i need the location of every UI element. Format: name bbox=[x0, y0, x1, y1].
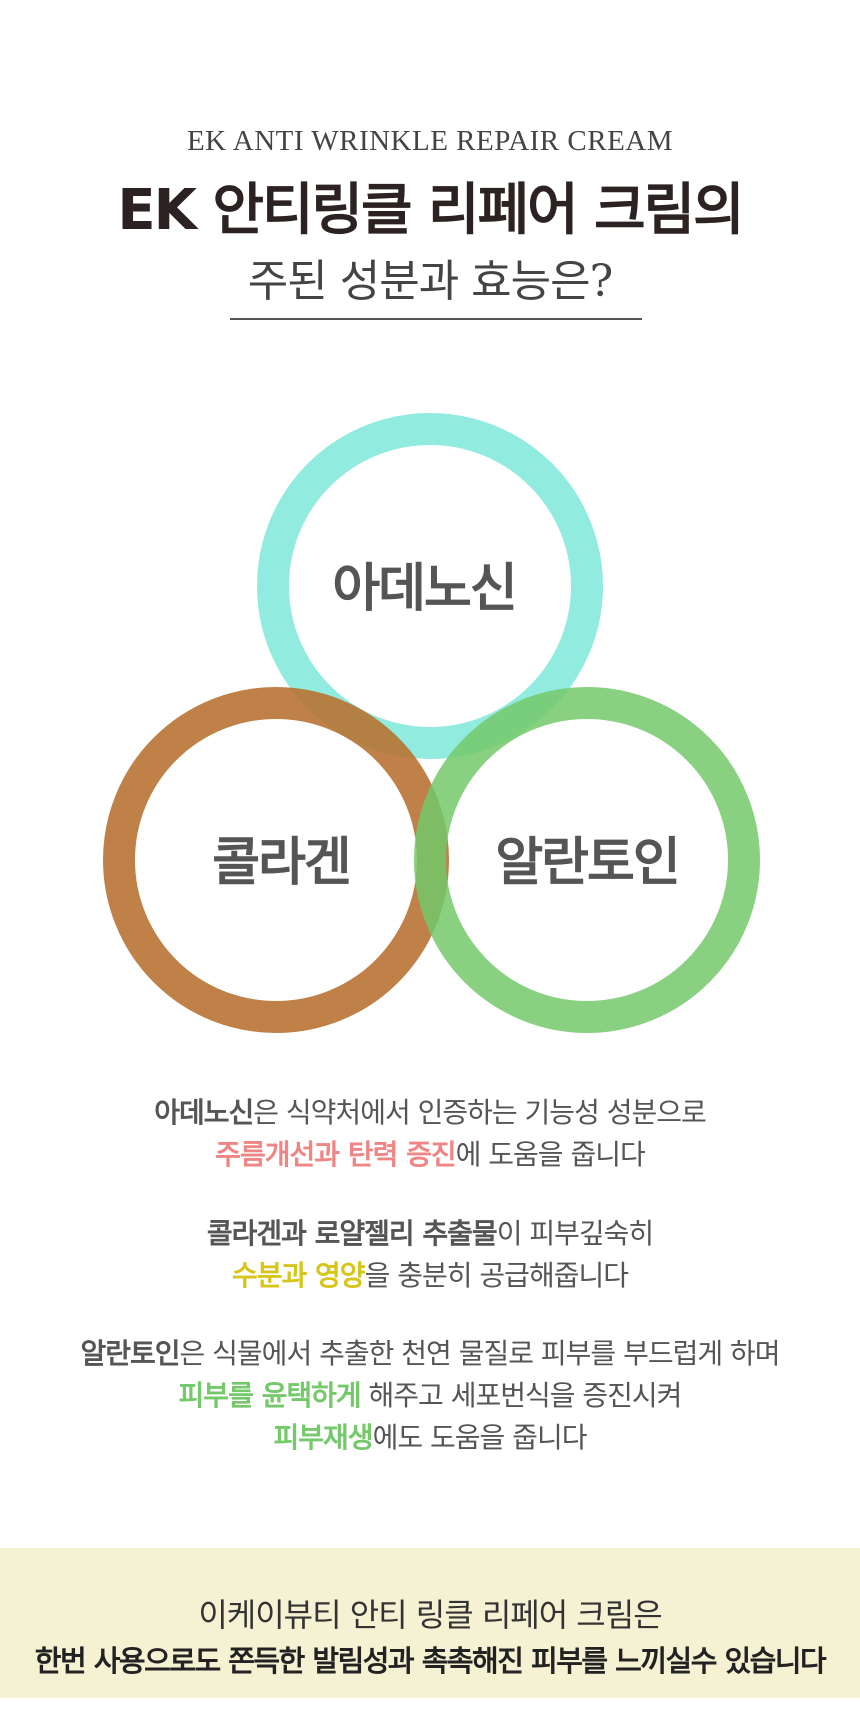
venn-circle-top bbox=[257, 413, 603, 759]
venn-label-right: 알란토인 bbox=[495, 833, 678, 893]
desc-line: 수분과 영양을 충분히 공급해줍니다 bbox=[0, 1255, 860, 1297]
desc-bold: 알란토인 bbox=[80, 1337, 180, 1370]
desc-plain: 에도 도움을 줍니다 bbox=[372, 1421, 588, 1454]
desc-plain: 을 충분히 공급해줍니다 bbox=[364, 1259, 629, 1292]
desc-highlight: 피부재생 bbox=[273, 1421, 374, 1454]
page-title: EK 안티링클 리페어 크림의 bbox=[117, 178, 744, 243]
description-collagen: 콜라겐과 로얄젤리 추출물이 피부깊숙히 수분과 영양을 충분히 공급해줍니다 bbox=[0, 1213, 860, 1297]
desc-line: 피부재생에도 도움을 줍니다 bbox=[0, 1417, 860, 1459]
title-underline bbox=[230, 318, 642, 320]
footer-banner: 이케이뷰티 안티 링클 리페어 크림은 한번 사용으로도 쫀득한 발림성과 촉촉… bbox=[0, 1548, 860, 1698]
desc-line: 피부를 윤택하게 해주고 세포번식을 증진시켜 bbox=[0, 1375, 860, 1417]
ingredient-venn-diagram: 아데노신 콜라겐 알란토인 bbox=[103, 413, 760, 1033]
description-allantoin: 알란토인은 식물에서 추출한 천연 물질로 피부를 부드럽게 하며 피부를 윤택… bbox=[0, 1333, 860, 1459]
desc-plain: 이 피부깊숙히 bbox=[496, 1217, 654, 1250]
desc-line: 주름개선과 탄력 증진에 도움을 줍니다 bbox=[0, 1134, 860, 1176]
desc-line: 콜라겐과 로얄젤리 추출물이 피부깊숙히 bbox=[0, 1213, 860, 1255]
description-adenosine: 아데노신은 식약처에서 인증하는 기능성 성분으로 주름개선과 탄력 증진에 도… bbox=[0, 1092, 860, 1176]
footer-line-1: 이케이뷰티 안티 링클 리페어 크림은 bbox=[198, 1596, 662, 1634]
desc-highlight: 주름개선과 탄력 증진 bbox=[215, 1138, 456, 1171]
desc-plain: 은 식물에서 추출한 천연 물질로 피부를 부드럽게 하며 bbox=[179, 1337, 781, 1370]
desc-plain: 에 도움을 줍니다 bbox=[455, 1138, 646, 1171]
venn-label-top: 아데노신 bbox=[332, 559, 515, 619]
desc-bold: 콜라겐과 로얄젤리 추출물 bbox=[206, 1217, 498, 1250]
desc-highlight: 수분과 영양 bbox=[232, 1259, 366, 1292]
desc-plain: 은 식약처에서 인증하는 기능성 성분으로 bbox=[253, 1096, 707, 1129]
desc-highlight: 피부를 윤택하게 bbox=[178, 1379, 362, 1412]
desc-bold: 아데노신 bbox=[154, 1096, 254, 1129]
english-subtitle: EK ANTI WRINKLE REPAIR CREAM bbox=[186, 125, 674, 157]
venn-label-left: 콜라겐 bbox=[212, 833, 350, 893]
desc-line: 아데노신은 식약처에서 인증하는 기능성 성분으로 bbox=[0, 1092, 860, 1134]
footer-line-2: 한번 사용으로도 쫀득한 발림성과 촉촉해진 피부를 느끼실수 있습니다 bbox=[34, 1644, 827, 1678]
venn-circle-right bbox=[414, 687, 760, 1033]
desc-line: 알란토인은 식물에서 추출한 천연 물질로 피부를 부드럽게 하며 bbox=[0, 1333, 860, 1375]
page-subtitle: 주된 성분과 효능은? bbox=[247, 256, 613, 307]
desc-plain: 해주고 세포번식을 증진시켜 bbox=[360, 1379, 683, 1412]
